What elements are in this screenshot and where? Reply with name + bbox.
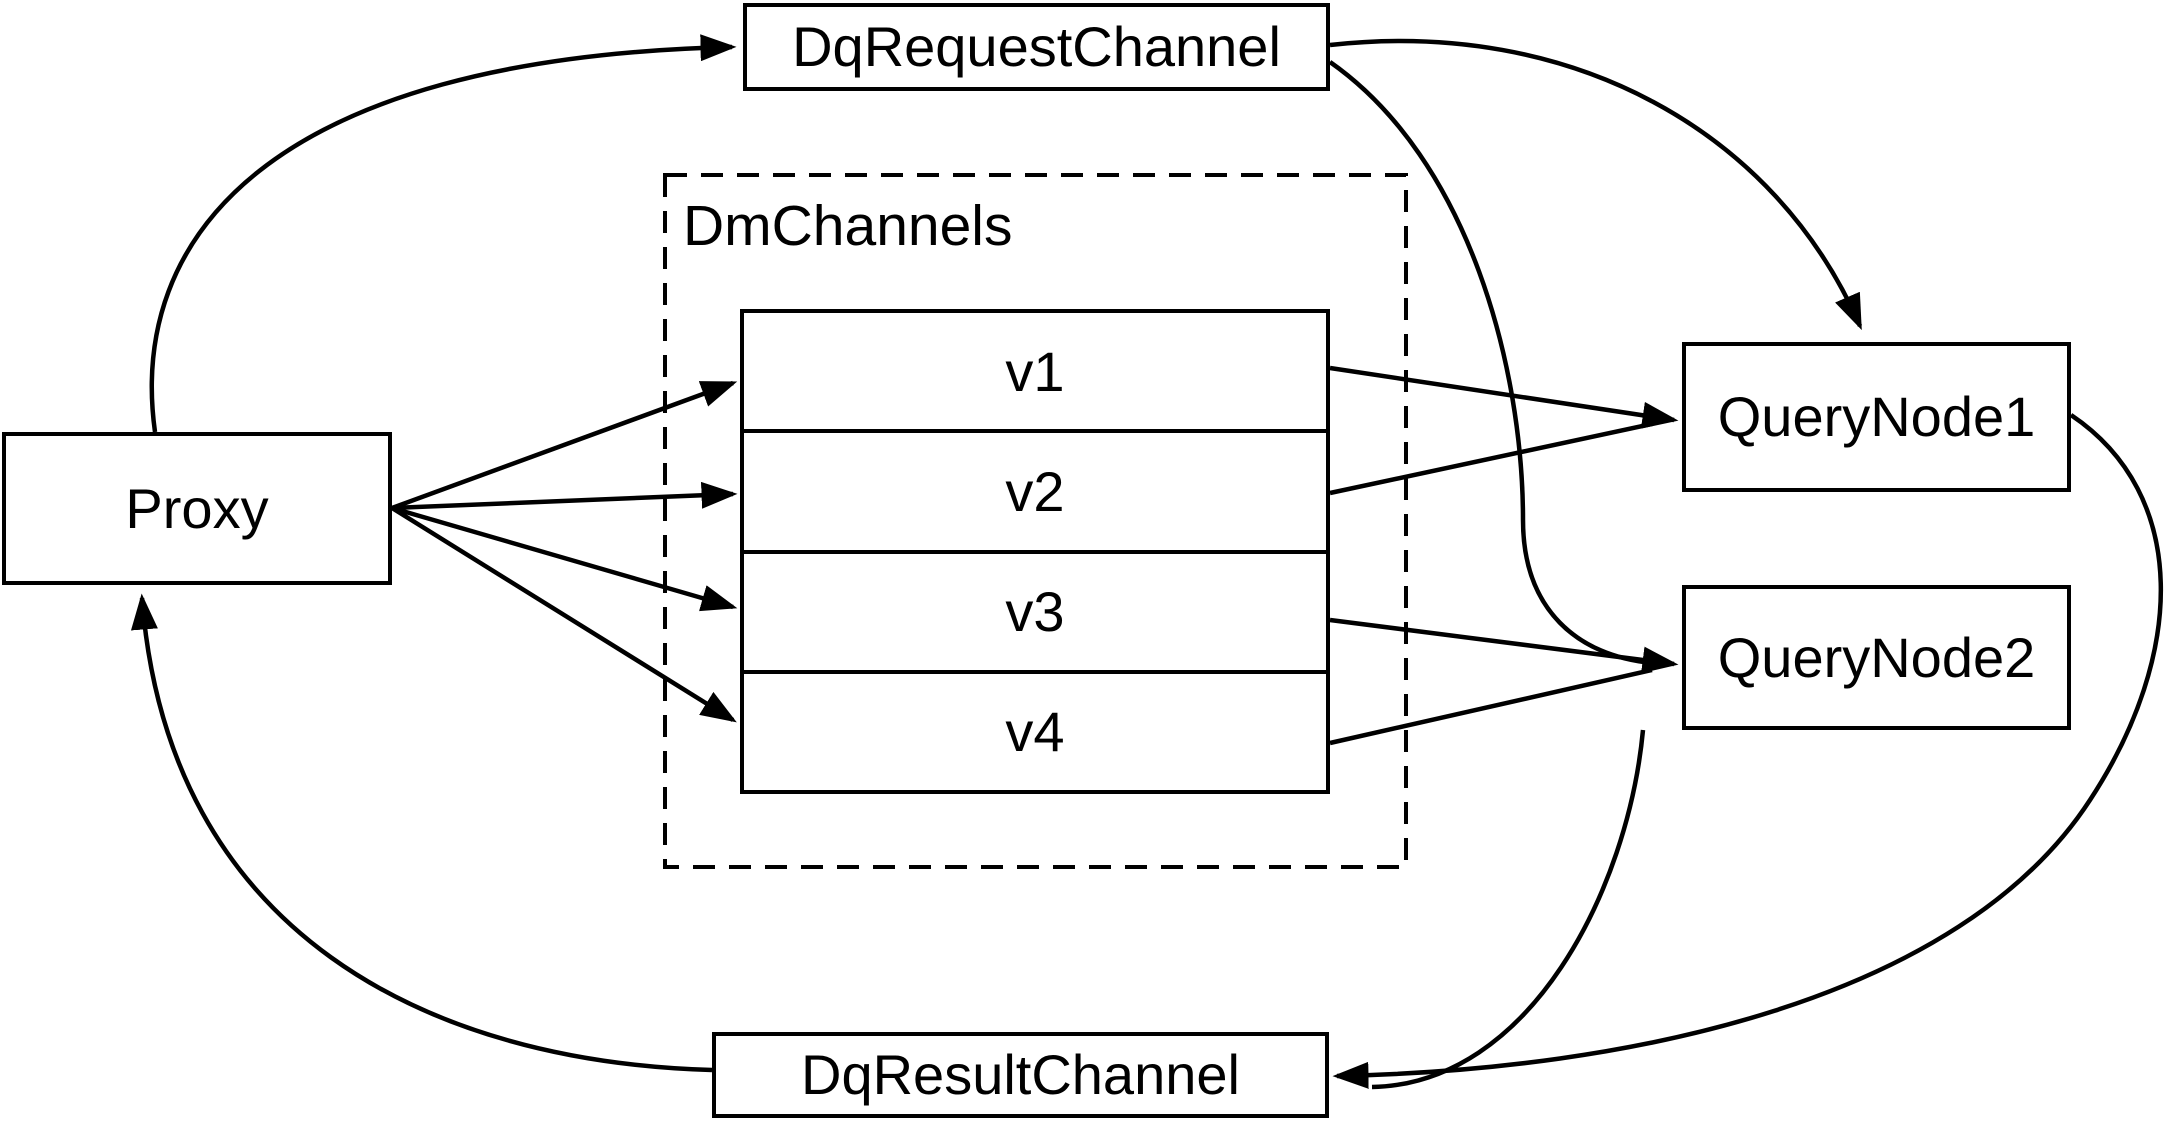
node-proxy: Proxy [2,432,392,585]
channel-v4-label: v4 [1005,700,1065,764]
node-dq-request-channel: DqRequestChannel [743,3,1330,91]
edge-request-channel-to-querynode2 [1328,60,1653,666]
dq-request-channel-label: DqRequestChannel [792,15,1281,78]
dm-channels-group-border [663,173,1408,869]
channel-row-v4: v4 [744,674,1326,790]
node-querynode2: QueryNode2 [1682,585,2071,730]
edge-proxy-to-v4 [390,506,737,723]
channel-row-v1: v1 [744,313,1326,434]
edge-proxy-to-v1 [391,380,738,511]
edge-v2-to-querynode1 [1329,421,1653,496]
edge-proxy-to-request-channel [149,34,737,433]
proxy-label: Proxy [125,476,269,540]
edge-v1-to-querynode1 [1329,365,1679,429]
channel-row-v2: v2 [744,433,1326,554]
edge-v4-to-querynode2 [1329,667,1653,746]
querynode2-label: QueryNode2 [1717,625,2036,689]
edge-proxy-to-v2 [391,481,738,511]
edge-querynode2-to-result-channel [1371,729,1646,1090]
dq-result-channel-label: DqResultChannel [801,1043,1240,1106]
node-dq-result-channel: DqResultChannel [712,1032,1329,1118]
channel-v1-label: v1 [1005,339,1065,403]
edge-request-channel-to-querynode1 [1329,38,1863,331]
channel-row-v3: v3 [744,554,1326,674]
querynode1-label: QueryNode1 [1717,385,2036,448]
dm-channels-group-label: DmChannels [683,194,1013,258]
edge-proxy-to-v3 [391,505,738,612]
channel-v3-label: v3 [1005,580,1065,644]
node-querynode1: QueryNode1 [1682,342,2071,492]
edge-querynode1-to-result-channel [1332,413,2163,1089]
dm-channels-table: v1 v2 v3 v4 [740,309,1330,794]
edge-result-channel-to-proxy [130,593,713,1073]
channel-v2-label: v2 [1005,459,1065,523]
